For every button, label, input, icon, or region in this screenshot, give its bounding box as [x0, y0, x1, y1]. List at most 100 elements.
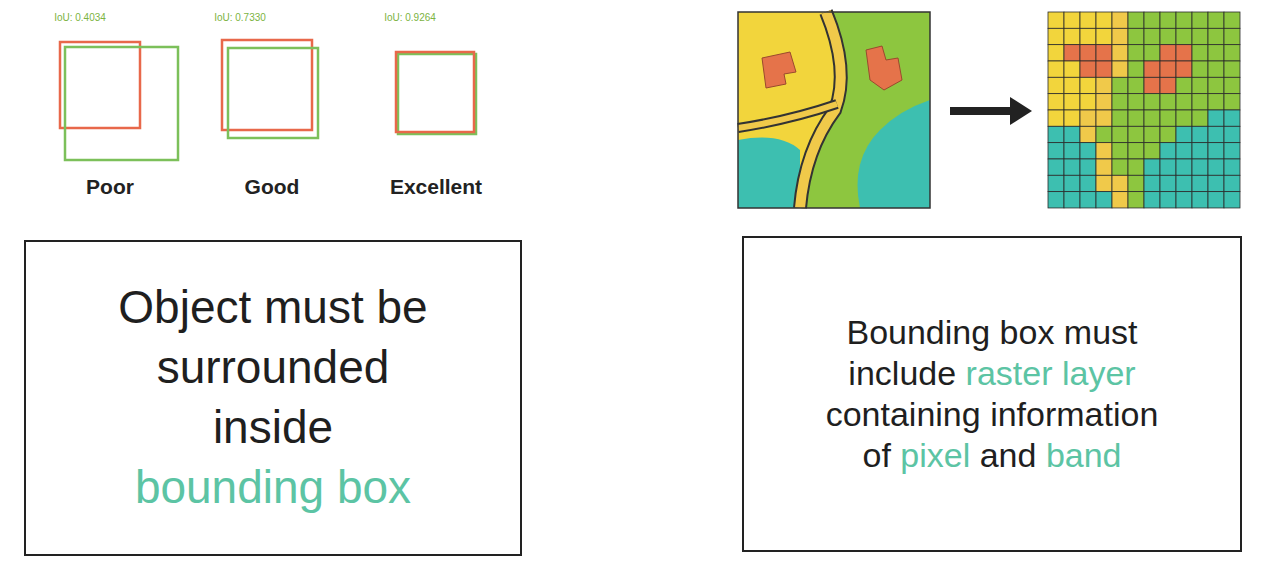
raster-cell	[1144, 94, 1160, 110]
raster-cell	[1208, 61, 1224, 77]
raster-cell	[1080, 45, 1096, 61]
raster-cell	[1224, 110, 1240, 126]
raster-cell	[1048, 110, 1064, 126]
raster-cell	[1096, 126, 1112, 142]
raster-cell	[1224, 175, 1240, 191]
raster-cell	[1224, 94, 1240, 110]
raster-cell	[1144, 143, 1160, 159]
raster-cell	[1048, 126, 1064, 142]
panel-text: Bounding box must include raster layer c…	[812, 312, 1172, 475]
raster-cell	[1144, 126, 1160, 142]
raster-cell	[1128, 192, 1144, 208]
raster-cell	[1192, 94, 1208, 110]
raster-cell	[1080, 159, 1096, 175]
raster-cell	[1064, 175, 1080, 191]
raster-cell	[1224, 192, 1240, 208]
raster-cell	[1208, 77, 1224, 93]
raster-cell	[1192, 110, 1208, 126]
raster-cell	[1080, 12, 1096, 28]
raster-cell	[1080, 126, 1096, 142]
iou-value: IoU: 0.7330	[214, 12, 266, 23]
raster-cell	[1112, 126, 1128, 142]
raster-cell	[1112, 159, 1128, 175]
iou-value: IoU: 0.4034	[54, 12, 106, 23]
raster-cell	[1048, 159, 1064, 175]
raster-cell	[1144, 159, 1160, 175]
raster-cell	[1208, 28, 1224, 44]
raster-cell	[1176, 45, 1192, 61]
raster-cell	[1128, 110, 1144, 126]
raster-cell	[1176, 110, 1192, 126]
raster-grid	[1048, 12, 1240, 208]
raster-cell	[1080, 175, 1096, 191]
raster-cell	[1112, 77, 1128, 93]
raster-cell	[1096, 159, 1112, 175]
raster-cell	[1144, 61, 1160, 77]
raster-cell	[1176, 126, 1192, 142]
iou-value: IoU: 0.9264	[384, 12, 436, 23]
raster-cell	[1048, 45, 1064, 61]
quality-label: Poor	[86, 175, 134, 199]
raster-cell	[1160, 94, 1176, 110]
raster-cell	[1160, 110, 1176, 126]
raster-cell	[1176, 175, 1192, 191]
raster-cell	[1128, 126, 1144, 142]
raster-cell	[1144, 175, 1160, 191]
raster-cell	[1128, 28, 1144, 44]
raster-cell	[1160, 126, 1176, 142]
raster-cell	[1064, 110, 1080, 126]
raster-cell	[1112, 45, 1128, 61]
raster-cell	[1176, 159, 1192, 175]
raster-cell	[1176, 143, 1192, 159]
raster-cell	[1080, 61, 1096, 77]
raster-cell	[1224, 143, 1240, 159]
raster-cell	[1160, 77, 1176, 93]
highlight-text: band	[1046, 436, 1122, 474]
raster-cell	[1192, 143, 1208, 159]
raster-cell	[1208, 175, 1224, 191]
raster-cell	[1096, 175, 1112, 191]
raster-cell	[1208, 45, 1224, 61]
raster-cell	[1080, 143, 1096, 159]
raster-cell	[1064, 126, 1080, 142]
text-panel: Bounding box must include raster layer c…	[742, 236, 1242, 552]
raster-cell	[1048, 94, 1064, 110]
raster-cell	[1048, 143, 1064, 159]
raster-cell	[1224, 159, 1240, 175]
raster-cell	[1096, 143, 1112, 159]
raster-cell	[1096, 28, 1112, 44]
raster-cell	[1208, 94, 1224, 110]
raster-cell	[1192, 77, 1208, 93]
raster-cell	[1064, 77, 1080, 93]
raster-cell	[1096, 192, 1112, 208]
raster-cell	[1224, 12, 1240, 28]
raster-cell	[1064, 192, 1080, 208]
raster-cell	[1048, 77, 1064, 93]
raster-cell	[1208, 12, 1224, 28]
raster-cell	[1176, 12, 1192, 28]
raster-cell	[1048, 12, 1064, 28]
raster-cell	[1096, 77, 1112, 93]
quality-label: Good	[245, 175, 300, 199]
raster-cell	[1080, 110, 1096, 126]
raster-cell	[1144, 45, 1160, 61]
raster-cell	[1224, 28, 1240, 44]
raster-cell	[1128, 12, 1144, 28]
iou-poor	[60, 42, 178, 160]
raster-cell	[1192, 175, 1208, 191]
raster-cell	[1064, 28, 1080, 44]
raster-cell	[1064, 45, 1080, 61]
raster-cell	[1176, 61, 1192, 77]
raster-cell	[1160, 192, 1176, 208]
raster-cell	[1112, 192, 1128, 208]
raster-cell	[1128, 45, 1144, 61]
conversion-arrow	[950, 97, 1032, 125]
raster-cell	[1128, 94, 1144, 110]
raster-cell	[1128, 143, 1144, 159]
raster-cell	[1224, 77, 1240, 93]
raster-cell	[1112, 143, 1128, 159]
raster-cell	[1080, 94, 1096, 110]
raster-cell	[1064, 159, 1080, 175]
raster-cell	[1064, 94, 1080, 110]
highlight-text: bounding box	[98, 458, 448, 518]
